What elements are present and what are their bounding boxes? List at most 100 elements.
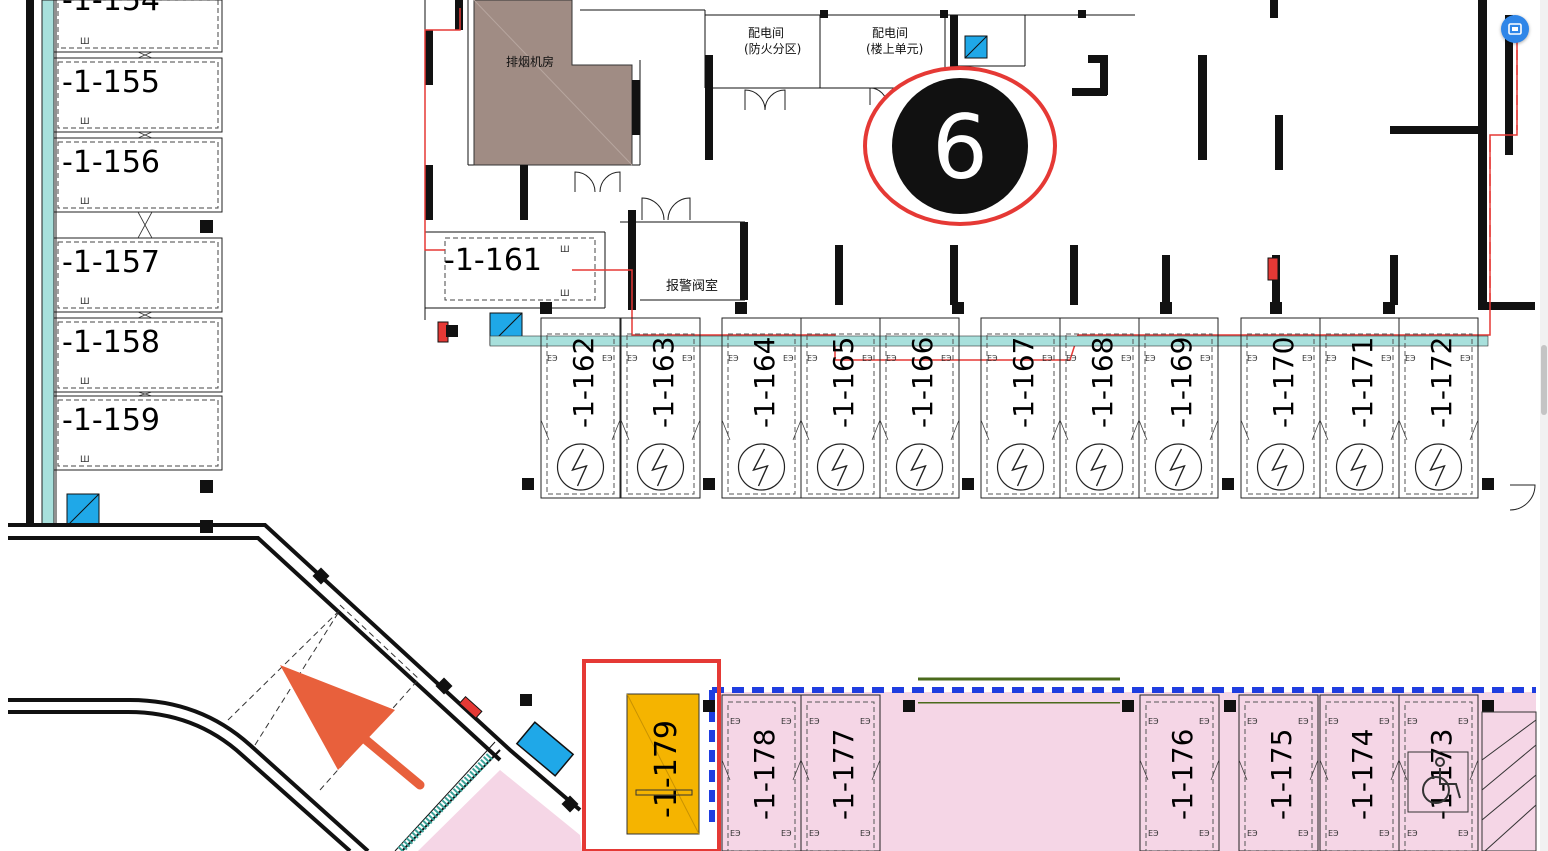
space-label: -1-163 <box>647 337 680 428</box>
svg-text:ЕЭ: ЕЭ <box>1247 829 1258 838</box>
space-label: -1-168 <box>1086 337 1119 428</box>
scrollbar-thumb[interactable] <box>1541 345 1547 415</box>
space-label: -1-162 <box>567 337 600 428</box>
view-toggle-button[interactable] <box>1501 15 1529 43</box>
svg-text:ЕЭ: ЕЭ <box>1121 354 1132 363</box>
svg-text:ЕЭ: ЕЭ <box>1247 354 1258 363</box>
room-label-power-unit: 配电间 <box>872 26 908 40</box>
left-space-column: -1-154 Ш -1-155 Ш -1-156 Ш -1-157 Ш -1-1… <box>53 0 223 471</box>
left-space: -1-159 Ш <box>53 395 223 471</box>
svg-text:ЕЭ: ЕЭ <box>730 717 741 726</box>
left-wall <box>26 0 34 525</box>
zone-marker-6: 6 <box>863 66 1057 226</box>
svg-text:ЕЭ: ЕЭ <box>1145 354 1156 363</box>
left-space: -1-154 Ш <box>53 0 223 53</box>
svg-text:Ш: Ш <box>80 297 90 307</box>
svg-text:ЕЭ: ЕЭ <box>809 829 820 838</box>
ev-corridor <box>489 335 1489 347</box>
space-label: -1-176 <box>1166 729 1199 820</box>
svg-text:ЕЭ: ЕЭ <box>1199 829 1210 838</box>
svg-text:ЕЭ: ЕЭ <box>728 354 739 363</box>
svg-text:ЕЭ: ЕЭ <box>860 717 871 726</box>
svg-text:ЕЭ: ЕЭ <box>886 354 897 363</box>
charging-icon <box>816 443 865 491</box>
pink-zone-main <box>718 692 1536 851</box>
svg-text:ЕЭ: ЕЭ <box>1148 829 1159 838</box>
pink-zone-left <box>418 770 582 851</box>
svg-text:ЕЭ: ЕЭ <box>862 354 873 363</box>
svg-text:Ш: Ш <box>80 377 90 387</box>
svg-text:ЕЭ: ЕЭ <box>987 354 998 363</box>
svg-text:ЕЭ: ЕЭ <box>1042 354 1053 363</box>
svg-text:Ш: Ш <box>80 455 90 465</box>
left-space: -1-158 Ш <box>53 317 223 393</box>
space-label-179: -1-179 <box>649 720 684 818</box>
svg-text:ЕЭ: ЕЭ <box>1458 829 1469 838</box>
svg-text:Ш: Ш <box>560 245 570 255</box>
svg-text:ЕЭ: ЕЭ <box>1407 717 1418 726</box>
room-label-smoke-exhaust: 排烟机房 <box>506 54 554 69</box>
svg-text:ЕЭ: ЕЭ <box>1407 829 1418 838</box>
charging-icon <box>556 443 605 491</box>
floor-plan-viewer[interactable]: -1-154 Ш -1-155 Ш -1-156 Ш -1-157 Ш -1-1… <box>8 0 1540 851</box>
charging-icon <box>1154 443 1203 491</box>
svg-text:ЕЭ: ЕЭ <box>730 829 741 838</box>
svg-text:ЕЭ: ЕЭ <box>1298 829 1309 838</box>
space-label: -1-171 <box>1346 337 1379 428</box>
svg-text:ЕЭ: ЕЭ <box>602 354 613 363</box>
direction-arrow-icon <box>280 665 425 790</box>
space-179-highlight[interactable]: -1-179 <box>582 659 721 851</box>
svg-text:ЕЭ: ЕЭ <box>1298 717 1309 726</box>
svg-text:ЕЭ: ЕЭ <box>807 354 818 363</box>
svg-text:Ш: Ш <box>560 289 570 299</box>
space-label-161: -1-161 <box>444 243 542 278</box>
space-label: -1-165 <box>827 337 860 428</box>
charging-icon <box>1335 443 1384 491</box>
svg-text:ЕЭ: ЕЭ <box>781 717 792 726</box>
space-label: -1-156 <box>62 145 160 180</box>
left-space: -1-157 Ш <box>53 237 223 313</box>
svg-text:ЕЭ: ЕЭ <box>1381 354 1392 363</box>
space-label: -1-173 <box>1425 729 1458 820</box>
charging-icon <box>1414 443 1463 491</box>
svg-text:ЕЭ: ЕЭ <box>1200 354 1211 363</box>
room-label-alarm-valve: 报警阀室 <box>666 278 718 294</box>
space-label: -1-164 <box>748 337 781 428</box>
svg-text:ЕЭ: ЕЭ <box>781 829 792 838</box>
vertical-scrollbar[interactable] <box>1540 0 1548 851</box>
left-space: -1-156 Ш <box>53 137 223 213</box>
device-blue-ramp <box>515 721 575 777</box>
svg-text:ЕЭ: ЕЭ <box>1328 717 1339 726</box>
svg-text:ЕЭ: ЕЭ <box>860 829 871 838</box>
view-toggle-icon <box>1508 23 1522 35</box>
space-label: -1-155 <box>62 65 160 100</box>
svg-text:ЕЭ: ЕЭ <box>1302 354 1313 363</box>
left-space: -1-155 Ш <box>53 57 223 133</box>
left-corridor <box>41 0 55 526</box>
svg-text:ЕЭ: ЕЭ <box>1379 829 1390 838</box>
wheelchair-icon <box>1407 751 1469 813</box>
charging-icon <box>1075 443 1124 491</box>
charging-icon <box>996 443 1045 491</box>
svg-text:ЕЭ: ЕЭ <box>1066 354 1077 363</box>
svg-text:ЕЭ: ЕЭ <box>627 354 638 363</box>
svg-text:ЕЭ: ЕЭ <box>1326 354 1337 363</box>
charging-icon <box>737 443 786 491</box>
room-label-power-fire-sub: (防火分区) <box>744 41 801 56</box>
svg-text:Ш: Ш <box>80 117 90 127</box>
svg-text:ЕЭ: ЕЭ <box>1148 717 1159 726</box>
svg-text:ЕЭ: ЕЭ <box>1199 717 1210 726</box>
space-label: -1-159 <box>62 403 160 438</box>
space-label: -1-158 <box>62 325 160 360</box>
